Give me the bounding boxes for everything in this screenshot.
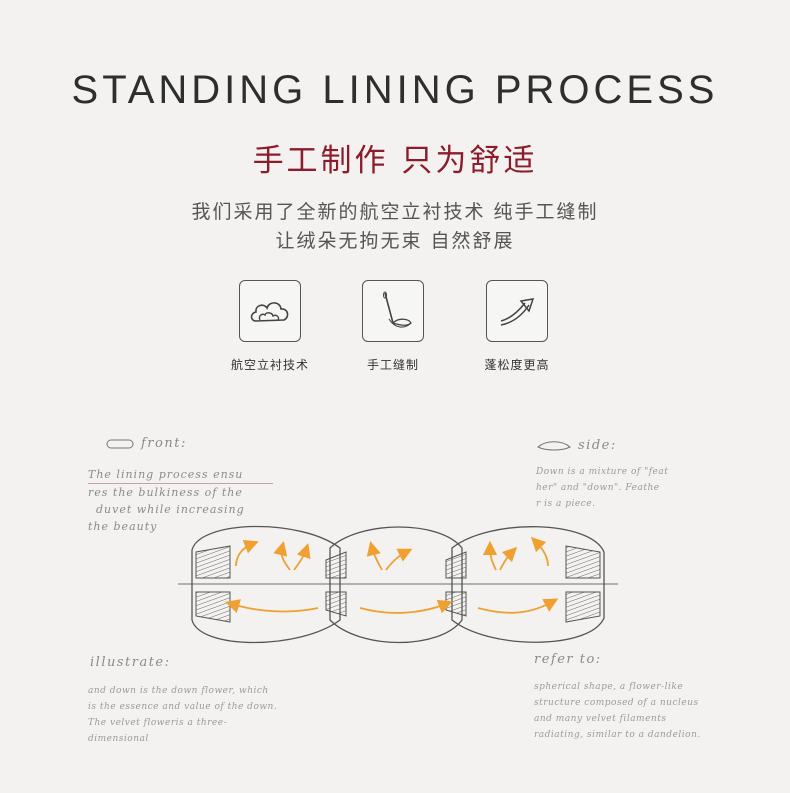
page-subtitle: 手工制作 只为舒适 (252, 143, 538, 179)
chamber-middle (329, 526, 463, 644)
pillow-side-icon (537, 440, 571, 450)
feature-higher-loft: 蓬松度更高 (452, 280, 582, 373)
note-refer-heading: refer to: (534, 652, 602, 667)
lining-walls (195, 545, 601, 623)
description-line-2: 让绒朵无拘无束 自然舒展 (275, 230, 515, 252)
note-line: Down is a mixture of "feat (536, 467, 669, 477)
note-line: is the essence and value of the down. (88, 702, 278, 712)
note-line: and down is the down flower, which (88, 686, 269, 696)
note-illustrate-heading: illustrate: (90, 655, 171, 670)
note-line: and many velvet filaments (534, 714, 667, 724)
feature-aviation-lining: 航空立衬技术 (205, 280, 335, 373)
feature-hand-sewn: 手工缝制 (328, 280, 458, 373)
feature-label: 手工缝制 (366, 358, 419, 372)
chamber-left (191, 525, 341, 644)
note-line: r is a piece. (536, 499, 596, 509)
note-line: The velvet floweris a three- (88, 718, 228, 728)
note-line: The lining process ensu (88, 466, 273, 484)
note-line: the beauty (88, 520, 158, 533)
chamber-right (451, 526, 605, 643)
note-line: dimensional (88, 734, 149, 744)
pillow-front-icon (106, 439, 134, 448)
note-line: her" and "down". Feathe (536, 483, 660, 493)
note-line: res the bulkiness of the (88, 486, 243, 499)
cloud-icon (239, 280, 301, 342)
note-line: structure composed of a nucleus (534, 698, 699, 708)
description-line-1: 我们采用了全新的航空立衬技术 纯手工缝制 (191, 201, 599, 223)
needle-thread-icon (362, 280, 424, 342)
note-illustrate-body: and down is the down flower, which is th… (88, 683, 328, 747)
page-title: STANDING LINING PROCESS (71, 68, 719, 112)
note-front-body: The lining process ensu res the bulkines… (88, 466, 288, 535)
note-side-heading: side: (578, 438, 617, 453)
note-line: spherical shape, a flower-like (534, 682, 684, 692)
curved-arrow-icon (486, 280, 548, 342)
note-refer-body: spherical shape, a flower-like structure… (534, 679, 754, 743)
note-side-body: Down is a mixture of "feat her" and "dow… (536, 464, 716, 512)
expansion-arrows (225, 536, 559, 614)
note-line: duvet while increasing (96, 503, 245, 516)
note-front-heading: front: (141, 436, 187, 451)
note-front: front: (105, 436, 187, 451)
feature-label: 航空立衬技术 (230, 358, 309, 372)
feature-label: 蓬松度更高 (484, 358, 550, 372)
note-line: radiating, similar to a dandelion. (534, 730, 701, 740)
note-side: side: (536, 438, 617, 453)
